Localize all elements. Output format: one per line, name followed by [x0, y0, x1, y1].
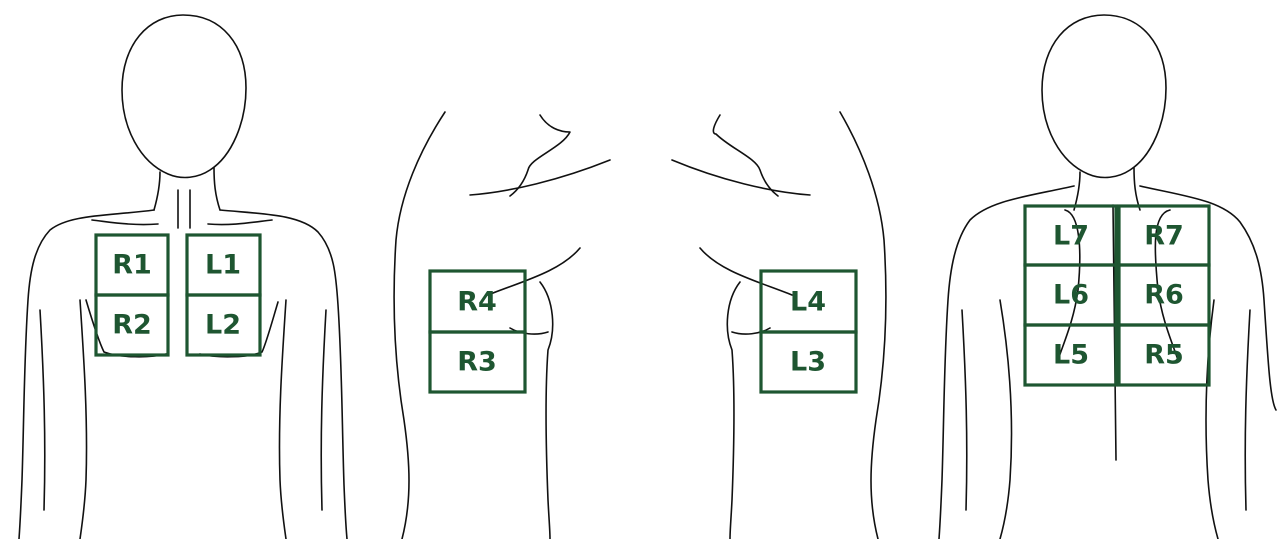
front-clavicle-right [208, 220, 272, 225]
zone-R3[interactable]: R3 [430, 332, 525, 392]
left-side-front-body [727, 282, 740, 539]
front-arm-line-left [40, 310, 45, 510]
front-clavicle-left [92, 220, 158, 225]
front-left-torso [80, 300, 87, 539]
zone-L3-label: L3 [790, 347, 826, 378]
zone-L6[interactable]: L6 [1025, 265, 1116, 325]
zone-L1-label: L1 [205, 250, 241, 281]
zone-R6-label: R6 [1144, 280, 1184, 311]
back-arm-line-right [1245, 310, 1250, 510]
zone-L2[interactable]: L2 [187, 295, 260, 355]
zone-R1-label: R1 [112, 250, 152, 281]
zone-R3-label: R3 [457, 347, 497, 378]
right-side-front-body [540, 282, 553, 539]
front-neck-right [214, 168, 220, 210]
zone-R7-label: R7 [1144, 221, 1184, 252]
right-side-shoulder-line [470, 160, 610, 195]
zone-R4[interactable]: R4 [430, 271, 525, 332]
back-arm-line-left [962, 310, 967, 510]
right-side-zones: R4 R3 [430, 271, 525, 392]
zone-R5[interactable]: R5 [1119, 325, 1209, 385]
zone-R2[interactable]: R2 [96, 295, 168, 355]
front-right-torso [279, 300, 286, 539]
zone-R4-label: R4 [457, 287, 497, 318]
zone-L2-label: L2 [205, 310, 241, 341]
left-side-view-figure [672, 112, 886, 539]
front-zones: R1 R2 L1 L2 [96, 235, 260, 355]
zone-L5-label: L5 [1053, 340, 1089, 371]
zone-L4[interactable]: L4 [761, 271, 856, 332]
back-left-torso [1000, 300, 1012, 539]
front-neck-left [154, 172, 160, 210]
zone-L5[interactable]: L5 [1025, 325, 1116, 385]
back-head [1042, 15, 1166, 177]
zone-R5-label: R5 [1144, 340, 1184, 371]
back-neck-left [1074, 172, 1080, 210]
zone-L7-label: L7 [1053, 221, 1089, 252]
zone-L7[interactable]: L7 [1025, 206, 1116, 265]
front-arm-line-right [321, 310, 326, 510]
right-side-view-figure [394, 112, 610, 539]
zone-R7[interactable]: R7 [1119, 206, 1209, 265]
front-head [122, 15, 246, 177]
zone-R1[interactable]: R1 [96, 235, 168, 295]
zone-L3[interactable]: L3 [761, 332, 856, 392]
right-side-back-line [394, 112, 445, 539]
left-side-back-line [840, 112, 886, 539]
front-view-figure [19, 15, 347, 539]
left-side-shoulder-line [672, 160, 810, 195]
zone-L6-label: L6 [1053, 280, 1089, 311]
front-sternal-notch [178, 190, 190, 228]
zone-R2-label: R2 [112, 310, 152, 341]
zone-L1[interactable]: L1 [187, 235, 260, 295]
zone-L4-label: L4 [790, 287, 826, 318]
back-view-figure [939, 15, 1276, 539]
back-zones: L7 L6 L5 R7 R6 R5 [1025, 206, 1209, 385]
back-neck-right [1134, 168, 1140, 210]
